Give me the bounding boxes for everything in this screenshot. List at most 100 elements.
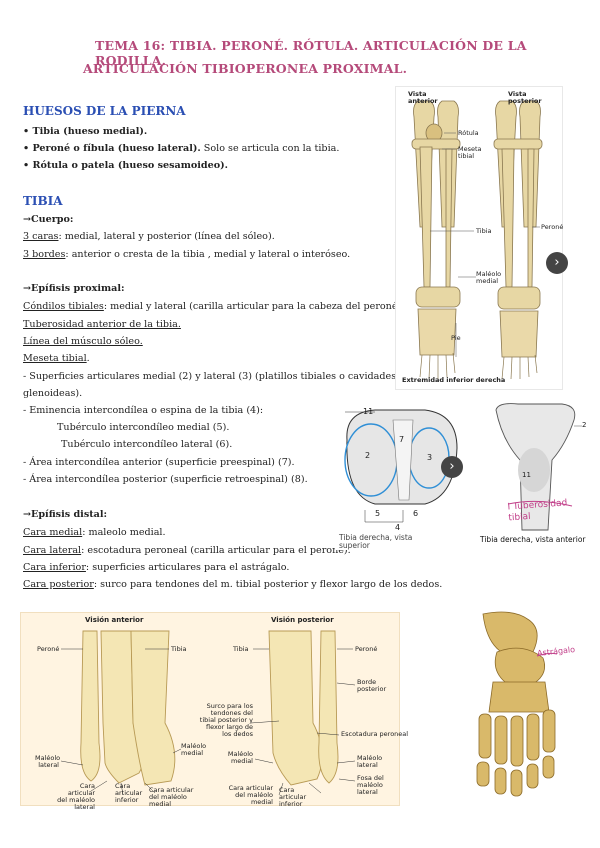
cara-posterior-term: Cara posterior (23, 579, 94, 590)
foot-drawing (476, 611, 558, 797)
label-cara-medial-ant: Cara articular del maléolo medial (149, 786, 194, 808)
fibula-posterior (527, 148, 535, 288)
distal-tibia-drawing (60, 630, 356, 796)
label-tibia-post: Tibia (233, 645, 249, 653)
condilos-line: Cóndilos tibiales: medial y lateral (car… (23, 300, 404, 313)
eminencia-line: - Eminencia intercondílea o espina de la… (23, 405, 264, 416)
label-cara-inferior-post: Cara articular inferior (279, 786, 307, 808)
page-title-line2: ARTICULACIÓN TIBIOPERONEA PROXIMAL. (83, 61, 408, 76)
cara-posterior-line: Cara posterior: surco para tendones del … (23, 578, 442, 591)
cara-medial-term: Cara medial (23, 527, 83, 538)
fibula-distal-posterior (318, 630, 339, 784)
label-vision-posterior: Visión posterior (271, 616, 334, 624)
plateau-label-11: 11 (363, 407, 374, 416)
tibia-label-11: 11 (522, 471, 531, 479)
bullet-tibia: • Tibia (hueso medial). (23, 126, 148, 137)
tuberosidad-line: Tuberosidad anterior de la tibia. (23, 319, 181, 330)
bordes-desc: : anterior o cresta de la tibia , medial… (65, 249, 351, 260)
cara-medial-desc: : maleolo medial. (82, 527, 166, 538)
meseta-term: Meseta tibial (23, 353, 87, 364)
plateau-label-3: 3 (427, 453, 433, 462)
cara-inferior-term: Cara inferior (23, 562, 86, 573)
carousel-next-button-1[interactable]: › (546, 252, 568, 274)
caras-term: 3 caras (23, 231, 59, 242)
label-maleolo-medial-ant: Maléolo medial (181, 742, 207, 757)
bordes-line: 3 bordes: anterior o cresta de la tibia … (23, 248, 350, 261)
distal-label: →Epífisis distal: (23, 509, 108, 520)
cara-lateral-desc: : escotadura peroneal (carilla articular… (81, 545, 351, 556)
label-tibia-ant: Tibia (171, 645, 187, 653)
cara-inferior-desc: : superficies articulares para el astrág… (85, 562, 290, 573)
figure-distal-tibia: Visión anterior Visión posterior Peroné … (20, 612, 408, 811)
page-title-line1: TEMA 16: TIBIA. PERONÉ. RÓTULA. ARTICULA… (95, 38, 527, 68)
lower-limb-drawing (411, 100, 543, 380)
label-meseta: Meseta tibial (458, 145, 482, 160)
label-escotadura: Escotadura peroneal (341, 730, 409, 738)
huesos-heading: HUESOS DE LA PIERNA (23, 104, 186, 118)
cara-lateral-line: Cara lateral: escotadura peroneal (caril… (23, 544, 351, 557)
label-rotula: Rótula (458, 129, 479, 137)
tuberculo-lateral-line: Tubérculo intercondíleo lateral (6). (61, 439, 233, 450)
label-pie: Pie (451, 334, 461, 342)
cuerpo-label: →Cuerpo: (23, 214, 74, 225)
label-vista-anterior: Vista anterior (408, 90, 438, 105)
chevron-right-icon: › (449, 459, 455, 474)
caras-desc: : medial, lateral y posterior (línea del… (58, 231, 275, 242)
label-borde-posterior: Borde posterior (357, 678, 387, 693)
superficies-line2: glenoideas). (23, 388, 83, 399)
tuberculo-medial-line: Tubérculo intercondíleo medial (5). (57, 422, 230, 433)
label-maleolo-lateral-post: Maléolo lateral (357, 754, 383, 769)
bordes-term: 3 bordes (23, 249, 66, 260)
tibia-distal-posterior (268, 630, 323, 786)
cara-posterior-desc: : surco para tendones del m. tibial post… (93, 579, 443, 590)
label-cara-medial-post: Cara articular del maléolo medial (228, 784, 273, 806)
plateau-label-5: 5 (375, 509, 381, 518)
caras-line: 3 caras: medial, lateral y posterior (lí… (23, 230, 275, 243)
tibia-anterior-drawing (495, 403, 582, 531)
plateau-label-6: 6 (413, 509, 419, 518)
area-posterior-line: - Área intercondílea posterior (superfic… (23, 474, 308, 485)
figure-lower-limb: Vista anterior Vista posterior Rótula Me… (395, 86, 563, 390)
carousel-next-button-2[interactable]: › (441, 456, 463, 478)
talus (494, 647, 546, 685)
fibula-distal-anterior (80, 630, 101, 782)
label-fosa-maleolo: Fosa del maléolo lateral (357, 774, 384, 796)
cara-lateral-term: Cara lateral (23, 545, 82, 556)
bullet-perone: • Peroné o fíbula (hueso lateral). Solo … (23, 142, 339, 155)
tibia-label-2: 2 (582, 421, 587, 429)
meseta-dot: . (86, 353, 90, 364)
label-cara-inferior-ant: Cara articular inferior (115, 782, 143, 804)
figure-tibia-anterior: 2 11 I Tuberosidad tibial Tibia derecha,… (478, 400, 590, 550)
tibia-posterior (501, 148, 515, 288)
label-cara-lateral-ant: Cara articular del maléolo lateral (57, 782, 95, 811)
label-maleolo: Maléolo medial (476, 270, 502, 285)
bullet-perone-bold: • Peroné o fíbula (hueso lateral). (23, 143, 201, 154)
figure-foot: Astrágalo (453, 608, 575, 806)
figure-tibial-plateau-caption: Tibia derecha, vista superior (339, 533, 413, 550)
calcaneus (482, 611, 538, 657)
plateau-label-7: 7 (399, 435, 405, 444)
bullet-rotula: • Rótula o patela (hueso sesamoideo). (23, 160, 228, 171)
label-surco-tendones: Surco para los tendones del tibial poste… (199, 702, 253, 738)
label-perone-post: Peroné (355, 645, 378, 653)
plateau-label-4: 4 (395, 523, 401, 532)
fibula-anterior (445, 148, 453, 288)
figure-lower-limb-caption: Extremidad inferior derecha (402, 376, 506, 384)
label-vision-anterior: Visión anterior (85, 616, 144, 624)
proximal-label: →Epífisis proximal: (23, 283, 125, 294)
linea-soleo-line: Línea del músculo sóleo. (23, 336, 143, 347)
tibia-anterior (419, 146, 433, 288)
tibia-heading: TIBIA (23, 194, 63, 208)
figure-tibia-anterior-caption: Tibia derecha, vista anterior (480, 535, 586, 544)
figure-tibial-plateau: 11 2 7 3 5 6 4 Tibia derecha, vista supe… (335, 400, 465, 550)
plateau-label-2: 2 (365, 451, 371, 460)
condilos-term: Cóndilos tibiales (23, 301, 104, 312)
label-perone-ant: Peroné (37, 645, 60, 653)
label-maleolo-lateral-ant: Maléolo lateral (35, 754, 61, 769)
superficies-line1: - Superficies articulares medial (2) y l… (23, 371, 397, 382)
tibial-plateau-drawing (344, 409, 458, 523)
label-vista-posterior: Vista posterior (508, 90, 542, 105)
label-maleolo-medial-post: Maléolo medial (227, 750, 253, 765)
cara-medial-line: Cara medial: maleolo medial. (23, 526, 166, 539)
label-perone: Peroné (541, 223, 564, 231)
